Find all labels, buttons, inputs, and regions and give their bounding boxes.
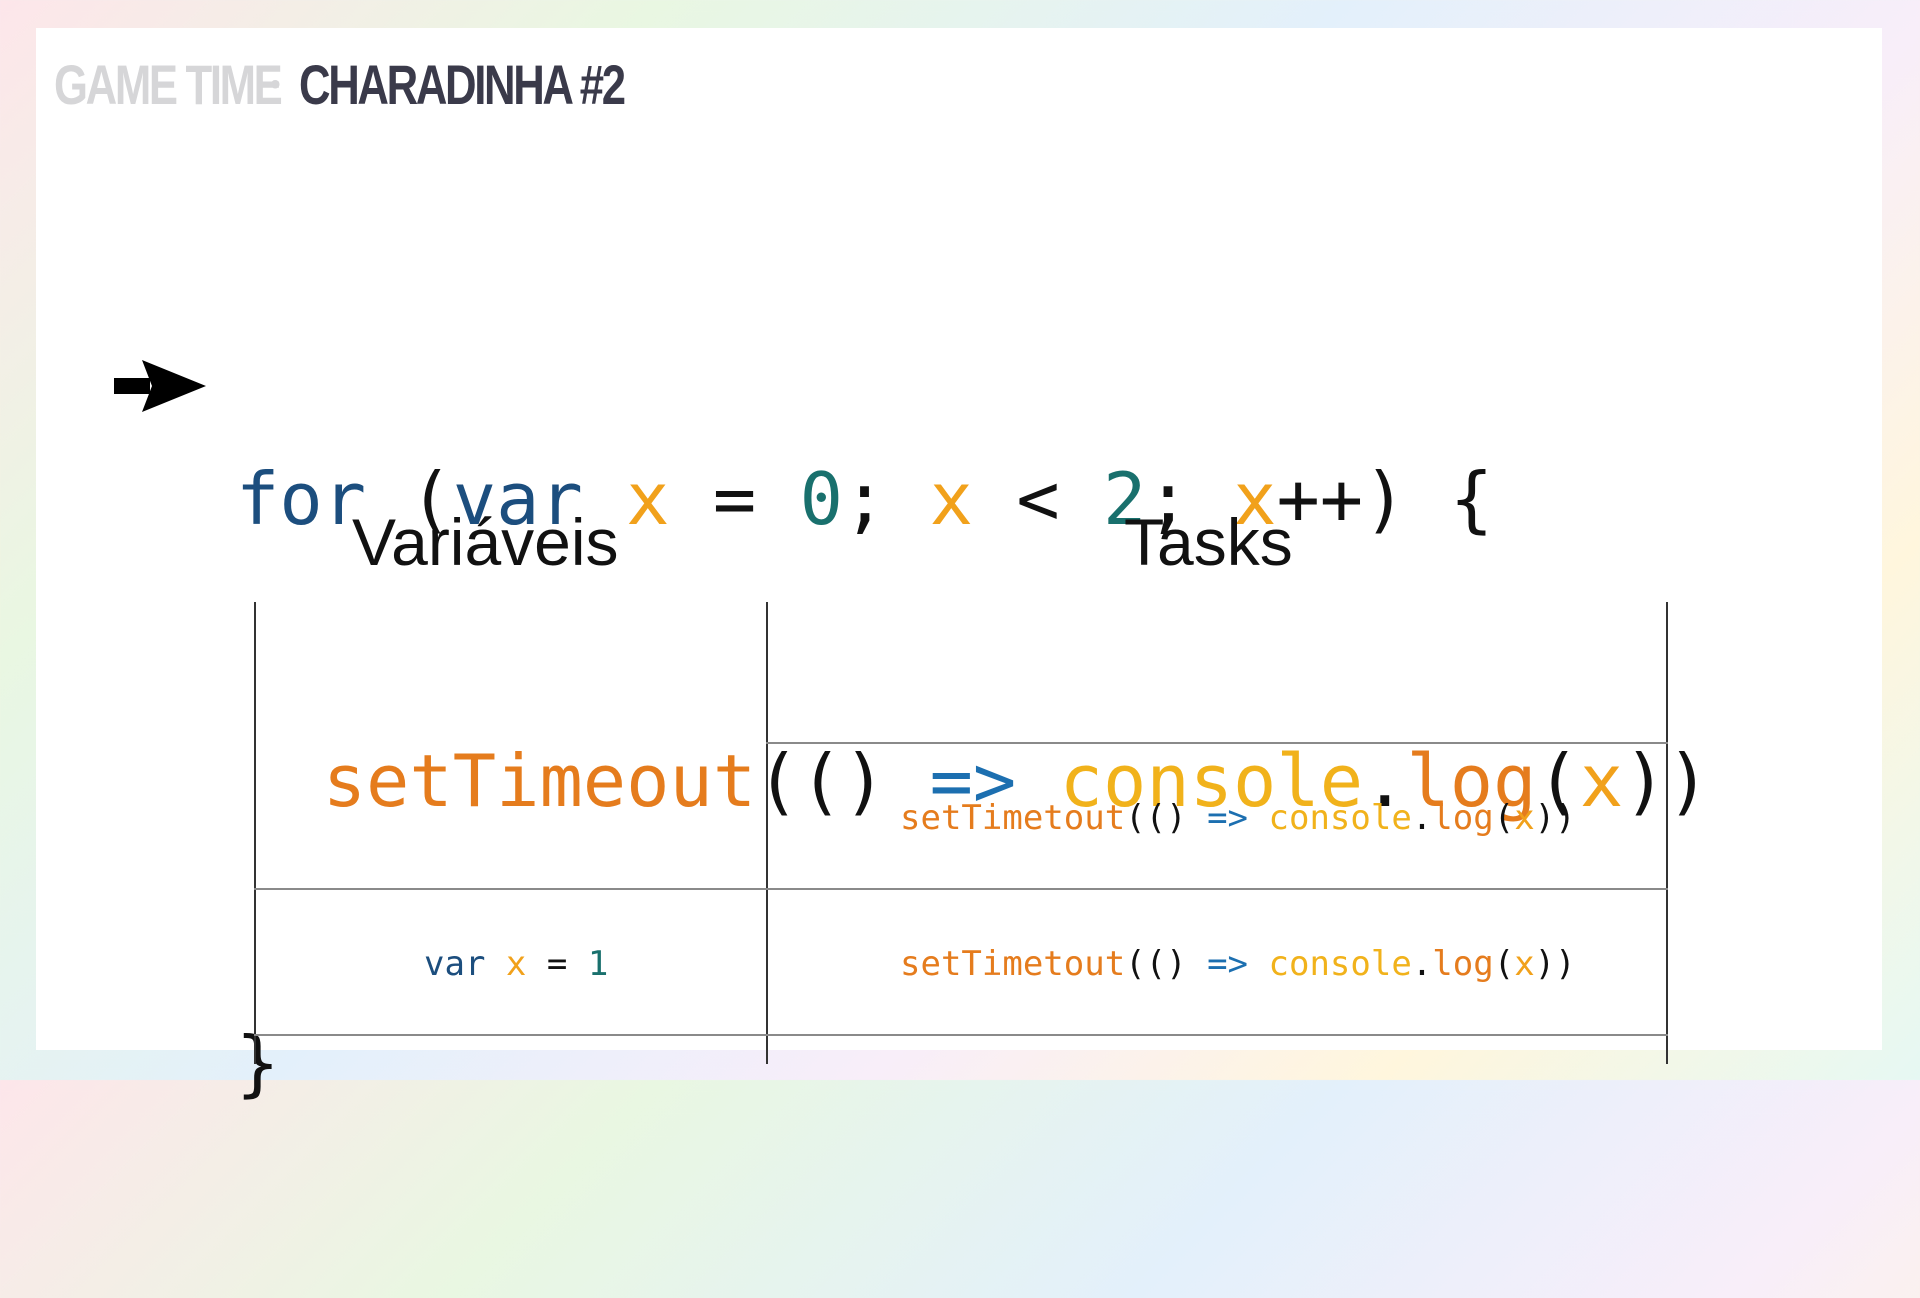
slide: GAME TIME • CHARADINHA #2 for (var x = 0… [36,28,1882,1105]
keyword-var: var [424,944,486,984]
table-middle-divider [766,602,768,1064]
arrow-operator: => [1207,944,1249,984]
arrow-operator: => [929,739,1017,823]
task-item: setTimetout(() => console.log(x)) [900,944,1576,984]
arrow-operator: => [1207,798,1249,838]
code-punct: ( [1493,944,1515,984]
slide-header: GAME TIME • CHARADINHA #2 [54,50,715,120]
number-zero: 0 [799,457,843,541]
object-console: console [1059,739,1364,823]
code-block: for (var x = 0; x < 2; x++) { setTimeout… [236,264,1710,1298]
table-left-border [254,602,256,1064]
number-two: 2 [1103,457,1147,541]
code-punct: ( [366,457,453,541]
function-settimeout: setTimetout [900,944,1126,984]
task-item: setTimetout(() => console.log(x)) [900,798,1576,838]
code-punct: . [1411,944,1433,984]
function-settimeout: setTimetout [900,798,1126,838]
code-space [1248,944,1268,984]
code-punct: (() [756,739,930,823]
keyword-for: for [236,457,367,541]
section-label: GAME TIME [54,53,283,116]
tasks-label: Tasks [1124,505,1293,579]
code-operator: = [669,457,800,541]
method-log: log [1432,798,1494,838]
table-bottom-border [254,1034,1668,1036]
code-punct: (() [1125,944,1208,984]
variable-x: x [1579,739,1624,823]
code-line-3: } [236,1016,1710,1110]
right-arrow-icon [114,360,206,412]
code-punct: )) [1534,944,1576,984]
variable-x: x [1514,944,1535,984]
variables-label: Variáveis [352,505,619,579]
code-punct: ; [842,457,930,541]
variable-value: 1 [587,944,609,984]
code-punct: ( [1536,739,1580,823]
table-row-divider [254,888,1668,890]
variable-x: x [626,457,670,541]
table-right-border [1666,602,1668,1064]
code-punct: )) [1534,798,1576,838]
variable-x: x [1233,457,1277,541]
code-punct: (() [1125,798,1208,838]
variable-cell: var x = 1 [424,944,608,984]
code-punct: ( [1493,798,1515,838]
keyword-var: var [452,457,583,541]
header-separator: • [270,68,281,101]
function-settimeout: setTimeout [322,739,757,823]
tasks-row-divider-top [766,742,1668,744]
code-operator: < [972,457,1104,541]
slide-title: CHARADINHA #2 [298,53,626,116]
method-log: log [1406,739,1537,823]
code-operator: ++) { [1276,457,1494,541]
code-operator: = [526,944,588,984]
code-punct: . [1411,798,1433,838]
code-punct: ; [1146,457,1234,541]
object-console: console [1268,798,1412,838]
method-log: log [1432,944,1494,984]
code-line-1: for (var x = 0; x < 2; x++) { [236,452,1710,546]
code-punct: . [1363,739,1407,823]
variable-x: x [505,944,527,984]
code-space [1248,798,1268,838]
variable-x: x [929,457,973,541]
variable-x: x [1514,798,1535,838]
object-console: console [1268,944,1412,984]
code-indent [236,739,323,823]
